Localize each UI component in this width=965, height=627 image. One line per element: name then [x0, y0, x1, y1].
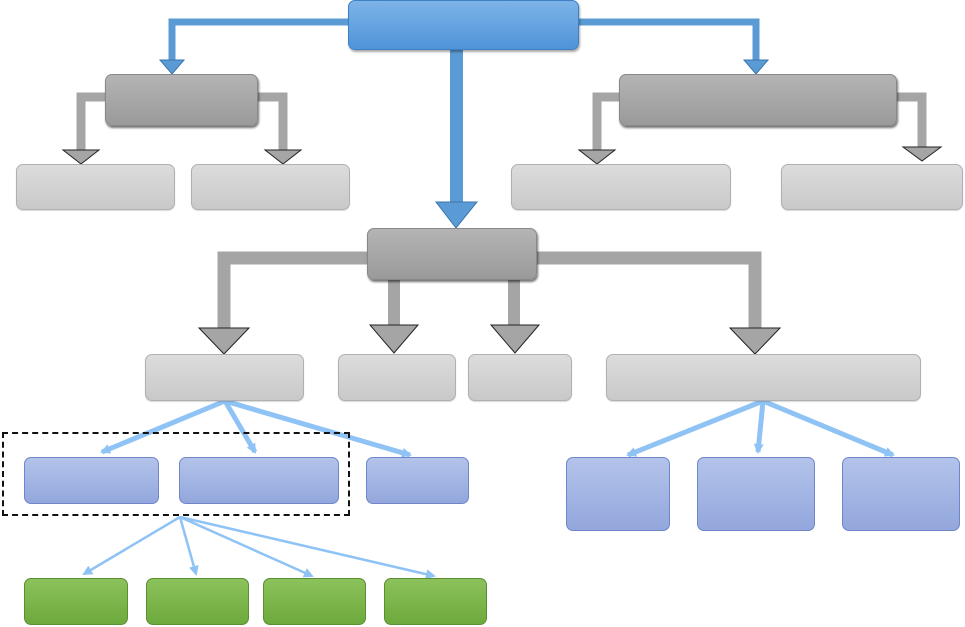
leaf-node: [16, 164, 175, 210]
connector-center-to-child-3: [508, 278, 520, 328]
connector-group-to-green-3: [179, 515, 314, 578]
branch-node-right: [619, 74, 897, 126]
connector-child4-to-subleaf-2: [753, 400, 766, 454]
connector-child1-to-subleaf-1: [100, 398, 226, 455]
connector-child1-to-subleaf-3: [224, 398, 412, 458]
detail-node: [263, 578, 366, 625]
detail-node: [146, 578, 249, 625]
root-node: [348, 0, 579, 50]
connector-center-to-child-2: [388, 278, 400, 328]
child-node: [468, 354, 572, 401]
connector-left-branch-to-leaf-2: [257, 92, 288, 150]
arrowhead-root-to-left-branch: [158, 59, 186, 75]
arrowhead-center-to-child-2: [368, 324, 420, 354]
arrowhead-root-to-center-branch: [434, 201, 479, 229]
leaf-node: [191, 164, 350, 210]
connector-center-to-child-4: [536, 251, 762, 328]
leaf-node: [511, 164, 731, 210]
connector-group-to-green-1: [82, 515, 181, 576]
subleaf-node: [179, 457, 339, 504]
arrowhead-center-to-child-4: [728, 327, 782, 355]
connector-group-to-green-4: [179, 515, 436, 580]
child-node: [338, 354, 456, 401]
child-node: [606, 354, 921, 401]
detail-node: [24, 578, 128, 625]
branch-node-left: [105, 74, 258, 126]
detail-node: [384, 578, 487, 625]
arrowhead-root-to-right-branch: [742, 59, 770, 75]
connector-child4-to-subleaf-1: [626, 398, 764, 458]
arrowhead-right-branch-to-leaf-2: [901, 146, 943, 162]
arrowhead-left-branch-to-leaf-1: [61, 149, 101, 165]
connector-root-to-center-branch: [450, 50, 463, 202]
subleaf-node: [697, 457, 815, 531]
arrowhead-left-branch-to-leaf-2: [263, 149, 303, 165]
subleaf-node: [566, 457, 670, 531]
arrowhead-center-to-child-1: [197, 327, 251, 355]
child-node: [145, 354, 304, 401]
arrowhead-center-to-child-3: [489, 324, 541, 354]
branch-node-center: [367, 228, 537, 280]
dashed-group-outline: [2, 432, 350, 516]
connector-child4-to-subleaf-3: [762, 398, 895, 458]
subleaf-node: [842, 457, 960, 531]
connector-child1-to-subleaf-2: [222, 399, 258, 454]
connector-left-branch-to-leaf-1: [76, 92, 106, 150]
subleaf-node: [24, 457, 159, 504]
leaf-node: [781, 164, 963, 210]
connector-right-branch-to-leaf-1: [592, 92, 620, 150]
connector-center-to-child-1: [217, 251, 368, 328]
connector-group-to-green-2: [178, 516, 199, 576]
connector-root-to-right-branch: [579, 18, 760, 62]
arrowhead-right-branch-to-leaf-1: [577, 149, 617, 165]
connector-root-to-left-branch: [168, 18, 348, 62]
subleaf-node: [366, 457, 469, 504]
connector-right-branch-to-leaf-2: [896, 92, 927, 147]
